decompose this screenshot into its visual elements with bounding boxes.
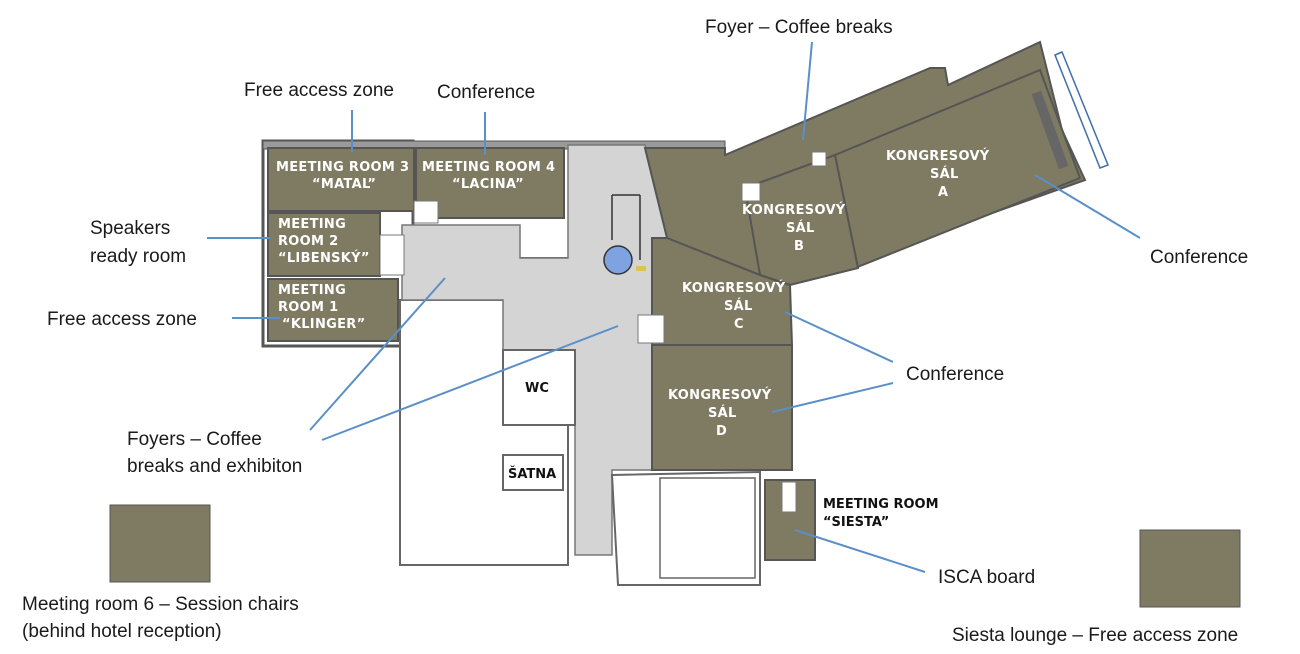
room-label-sal-c-2: SÁL <box>724 298 753 314</box>
callout-foyer-coffee: Foyer – Coffee breaks <box>705 17 893 38</box>
satna-label: ŠATNA <box>508 466 556 482</box>
reception-inner <box>659 477 756 579</box>
room-label-sal-a-2: SÁL <box>930 166 959 182</box>
room-label-mr3: MEETING ROOM 3 <box>276 160 409 175</box>
marker-icon <box>636 266 646 271</box>
room-label-sal-d-2: SÁL <box>708 405 737 421</box>
room-label-mr4: MEETING ROOM 4 <box>422 160 555 175</box>
room-label-sal-d-3: D <box>716 424 727 439</box>
wall-block <box>781 481 797 513</box>
wall-block <box>741 182 761 202</box>
callout-foyers-2: breaks and exhibiton <box>127 456 302 477</box>
room-label-sal-a-3: A <box>938 185 948 200</box>
column-icon <box>603 245 633 275</box>
meeting-room-1[interactable] <box>267 278 399 342</box>
room-label-mr1: MEETING <box>278 283 346 298</box>
room-label-siesta-name: “SIESTA” <box>823 515 889 530</box>
wall-block <box>413 200 439 224</box>
callout-free-access-top: Free access zone <box>244 80 394 101</box>
callout-conference-mid: Conference <box>906 364 1004 385</box>
wall-block <box>811 151 827 167</box>
room-label-mr4-name: “LACINA” <box>452 177 524 192</box>
wall-block <box>379 234 405 276</box>
room-label-siesta: MEETING ROOM <box>823 497 939 512</box>
callout-foyers: Foyers – Coffee <box>127 429 262 450</box>
callout-conference-top: Conference <box>437 82 535 103</box>
satna-block <box>502 454 564 491</box>
room-label-mr2-b: ROOM 2 <box>278 234 338 249</box>
meeting-room-4[interactable] <box>415 147 565 219</box>
room-label-mr2: MEETING <box>278 217 346 232</box>
wc-block <box>502 349 576 426</box>
legend-meeting-room-6-note: (behind hotel reception) <box>22 621 222 642</box>
stage-outline <box>1054 51 1109 169</box>
wc-label: WC <box>525 381 549 396</box>
legend-swatch-siesta-lounge <box>1139 529 1241 608</box>
callout-isca-board: ISCA board <box>938 567 1035 588</box>
callout-free-access-left: Free access zone <box>47 309 197 330</box>
room-label-sal-b-2: SÁL <box>786 220 815 236</box>
room-label-sal-b: KONGRESOVÝ <box>742 202 846 218</box>
legend-meeting-room-6: Meeting room 6 – Session chairs <box>22 594 299 615</box>
room-label-sal-a: KONGRESOVÝ <box>886 148 990 164</box>
legend-swatch-meeting-room-6 <box>109 504 211 583</box>
legend-siesta-lounge: Siesta lounge – Free access zone <box>952 625 1238 646</box>
callout-speakers-2: ready room <box>90 246 186 267</box>
callout-speakers: Speakers <box>90 218 170 239</box>
meeting-room-3[interactable] <box>267 147 415 212</box>
room-label-mr2-name: “LIBENSKÝ” <box>278 250 370 266</box>
room-label-sal-b-3: B <box>794 239 804 254</box>
wall-block <box>637 314 665 344</box>
room-label-mr1-name: “KLINGER” <box>282 317 365 332</box>
room-label-sal-c-3: C <box>734 317 744 332</box>
meeting-room-siesta[interactable] <box>764 479 816 561</box>
room-label-mr1-b: ROOM 1 <box>278 300 338 315</box>
stage-screen <box>1031 90 1069 170</box>
room-label-mr3-name: “MATAL” <box>312 177 376 192</box>
room-label-sal-d: KONGRESOVÝ <box>668 387 772 403</box>
callout-conference-right: Conference <box>1150 247 1248 268</box>
room-label-sal-c: KONGRESOVÝ <box>682 280 786 296</box>
callout-arrows <box>207 41 1141 573</box>
